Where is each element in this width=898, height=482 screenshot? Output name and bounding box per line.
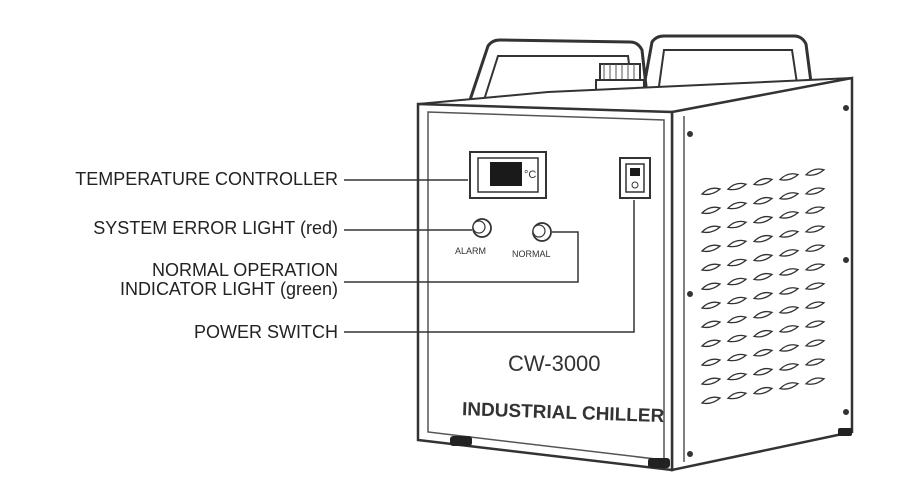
callout-system-error-light: SYSTEM ERROR LIGHT (red) <box>93 218 338 238</box>
vent-slot <box>726 296 748 305</box>
vent-slot <box>778 268 800 276</box>
vent-slot <box>804 263 826 271</box>
vent-slot <box>752 177 774 186</box>
vent-slot <box>700 339 722 348</box>
vent-slot <box>752 291 774 300</box>
vent-slot <box>804 320 826 328</box>
vent-slot <box>778 230 800 238</box>
vent-slot <box>804 168 826 176</box>
vent-slot <box>752 272 774 281</box>
vent-slot <box>778 249 800 257</box>
vent-slot <box>700 225 722 234</box>
callout-normal-operation: NORMAL OPERATION INDICATOR LIGHT (green) <box>120 261 338 299</box>
temperature-display <box>490 162 522 186</box>
side-vents <box>700 168 826 405</box>
vent-slot <box>700 358 722 367</box>
vent-slot <box>726 239 748 248</box>
normal-label: NORMAL <box>512 249 551 259</box>
model-label: CW-3000 <box>508 351 601 376</box>
vent-slot <box>804 225 826 233</box>
power-switch <box>619 157 651 199</box>
vent-slot <box>752 215 774 224</box>
vent-slot <box>700 377 722 386</box>
vent-slot <box>752 310 774 319</box>
vent-slot <box>726 182 748 191</box>
vent-slot <box>752 386 774 395</box>
handle-front <box>468 38 650 105</box>
callout-temperature-controller: TEMPERATURE CONTROLLER <box>75 169 338 189</box>
vent-slot <box>726 315 748 324</box>
vent-slot <box>804 282 826 290</box>
vent-slot <box>752 253 774 262</box>
vent-slot <box>752 234 774 243</box>
vent-slot <box>726 372 748 381</box>
alarm-light <box>472 218 492 238</box>
vent-slot <box>726 201 748 210</box>
vent-slot <box>700 187 722 196</box>
vent-slot <box>778 287 800 295</box>
vent-slot <box>726 391 748 400</box>
display-unit-label: °C <box>524 169 536 181</box>
vent-slot <box>804 244 826 252</box>
normal-light <box>532 222 552 242</box>
vent-slot <box>778 363 800 371</box>
callout-power-switch: POWER SWITCH <box>194 322 338 342</box>
vent-slot <box>778 211 800 219</box>
vent-slot <box>726 334 748 343</box>
vent-slot <box>804 358 826 366</box>
vent-slot <box>778 344 800 352</box>
vent-slot <box>726 277 748 286</box>
vent-slot <box>778 325 800 333</box>
foot-back <box>838 428 852 436</box>
vent-slot <box>700 244 722 253</box>
foot-right <box>648 458 670 468</box>
vent-slot <box>726 258 748 267</box>
callout-normal-operation-line2: INDICATOR LIGHT (green) <box>119 279 338 299</box>
vent-slot <box>752 367 774 376</box>
leader-normal-operation <box>344 231 579 283</box>
vent-slot <box>778 173 800 181</box>
vent-slot <box>778 192 800 200</box>
vent-slot <box>804 206 826 214</box>
callout-lines <box>344 179 635 333</box>
vent-slot <box>778 382 800 390</box>
vent-slot <box>700 282 722 291</box>
vent-slot <box>700 301 722 310</box>
vent-slot <box>778 306 800 314</box>
vent-slot <box>804 339 826 347</box>
vent-slot <box>804 187 826 195</box>
alarm-label: ALARM <box>455 246 486 256</box>
vent-slot <box>700 263 722 272</box>
callout-normal-operation-line1: NORMAL OPERATION <box>151 260 338 280</box>
vent-slot <box>752 348 774 357</box>
temperature-controller: °C <box>469 151 547 199</box>
handle-back <box>638 34 814 109</box>
vent-slot <box>804 301 826 309</box>
vent-slot <box>700 320 722 329</box>
vent-slot <box>700 396 722 405</box>
vent-slot <box>726 353 748 362</box>
leader-power-switch <box>344 200 635 333</box>
vent-slot <box>752 196 774 205</box>
vent-slot <box>726 220 748 229</box>
vent-slot <box>752 329 774 338</box>
foot-left <box>450 436 472 446</box>
vent-slot <box>804 377 826 385</box>
vent-slot <box>700 206 722 215</box>
